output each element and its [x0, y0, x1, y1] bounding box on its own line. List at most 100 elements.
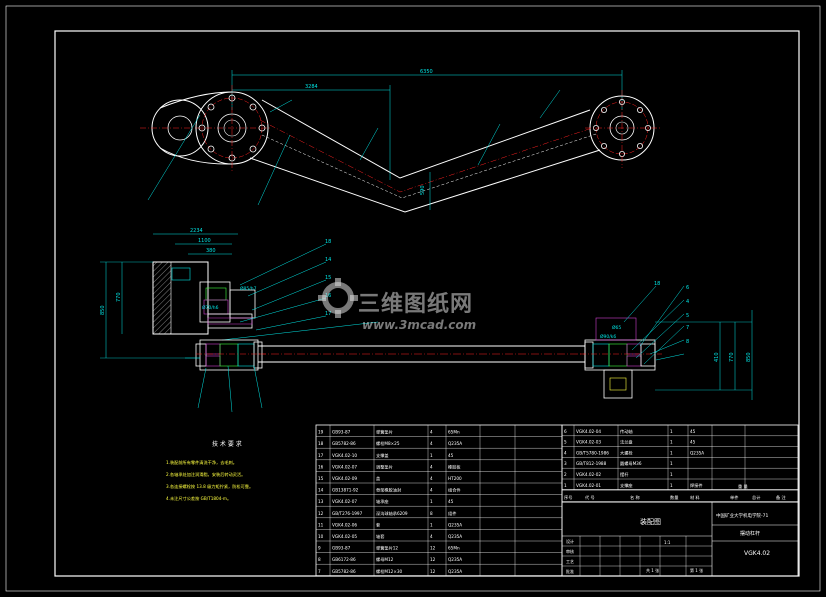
bom-left-cell: VGK4.02-05 — [332, 534, 357, 539]
bom-right-cell: 6 — [564, 429, 567, 434]
bom-header-cell: 总计 — [752, 494, 760, 501]
bom-left-cell: 螺母M12 — [376, 556, 394, 563]
watermark: 三维图纸网 www.3mcad.com — [318, 262, 518, 342]
bom-right-cell: 传动轴 — [620, 428, 633, 435]
title-block: 装配图 中国矿业大学机电学院-71 摆动杠杆 VGK4.02 1:1 共 1 张… — [561, 501, 799, 577]
title-company: 中国矿业大学机电学院-71 — [716, 512, 768, 519]
bom-header-cell: 代 号 — [585, 494, 595, 501]
fit-left-2: Ø85/h7 — [240, 285, 257, 292]
bom-left-cell: 4 — [430, 488, 433, 493]
title-design: 设计 — [566, 538, 574, 544]
bom-left-cell: 8 — [318, 557, 321, 562]
title-check: 审核 — [566, 548, 574, 554]
bom-left-cell: 9 — [318, 546, 321, 551]
bom-right-cell: 1 — [670, 483, 673, 488]
bom-right-cell: VGK4.02-03 — [576, 440, 601, 445]
bom-right-cell: Q235A — [690, 450, 704, 455]
dim-side-small: 380 — [206, 248, 216, 254]
bom-right-cell: 1 — [670, 440, 673, 445]
dim-arm-depth: 590 — [420, 185, 426, 195]
bom-left-cell: VGK4.02-10 — [332, 453, 357, 458]
bom-left-cell: 4 — [430, 534, 433, 539]
front-section-shaft: Ø65 Ø90/k6 410 770 850 6 4 5 7 8 18 — [185, 281, 753, 413]
bom-left-cell: 深沟球轴承6209 — [376, 510, 408, 517]
bom-left-cell: GB13871-92 — [332, 488, 359, 493]
bom-right-cell: 1 — [670, 472, 673, 477]
bom-right-cell: 5 — [564, 440, 567, 445]
title-code: VGK4.02 — [744, 550, 770, 557]
bom-left-cell: 7 — [318, 569, 321, 574]
bom-weight-label: 重 量 — [738, 483, 748, 490]
bom-left-cell: 1 — [430, 453, 433, 458]
leader-num-4: 16 — [325, 293, 331, 299]
bom-right-cell: 1 — [670, 429, 673, 434]
title-process: 工艺 — [566, 559, 574, 564]
bom-right-cell: 圆螺母M36 — [620, 460, 642, 467]
leader-num-6: 6 — [686, 285, 689, 291]
bom-left-cell: 12 — [430, 557, 436, 562]
title-page: 第 1 张 — [690, 567, 703, 573]
bom-left-cell: 1 — [430, 522, 433, 527]
bom-left-cell: 8 — [430, 511, 433, 516]
bom-left-cell: 12 — [430, 569, 436, 574]
bom-right-cell: 支撑座 — [620, 482, 633, 489]
notes-line-2: 2.各轴承处加注润滑脂，安装后转动灵活。 — [166, 471, 245, 478]
bom-left-cell: 14 — [318, 488, 324, 493]
bom-left-cell: HT200 — [448, 476, 462, 481]
bom-left-cell: 弹簧垫片 — [376, 429, 393, 436]
bom-left-cell: VGK4.02-06 — [332, 522, 357, 527]
dim-side-height2: 770 — [116, 292, 122, 302]
bom-left-cell: GB93-87 — [332, 430, 351, 435]
bom-right-cell: 3 — [564, 461, 567, 466]
dim-top-partial: 3284 — [305, 84, 318, 90]
bom-right-cell: VGK4.02-04 — [576, 429, 601, 434]
leader-num-3: 15 — [325, 275, 331, 281]
bom-header-cell: 序号 — [564, 494, 572, 501]
left-side-view: 2234 1100 380 850 770 Ø70/h6 Ø85/h7 18 1… — [100, 228, 379, 359]
leader-num-7: 4 — [686, 299, 689, 305]
bom-right-cell: 2 — [564, 472, 567, 477]
notes-line-3: 3.各连接螺栓按 13.8 级力矩拧紧，防松可靠。 — [166, 483, 253, 490]
bom-left-cell: 19 — [318, 430, 324, 435]
bom-left-cell: 橡胶板 — [448, 463, 461, 470]
dim-side-width: 2234 — [190, 228, 203, 234]
bom-left-cell: 支撑盖 — [376, 452, 389, 459]
bom-left-cell: 螺栓M12×30 — [376, 568, 402, 575]
fit-right-2: Ø90/k6 — [600, 333, 616, 340]
bom-left-cell: 4 — [430, 441, 433, 446]
leader-num-2: 14 — [325, 257, 331, 263]
leader-num-10: 8 — [686, 339, 689, 345]
notes-title: 技 术 要 求 — [212, 440, 242, 448]
dim-top-overall: 6350 — [420, 69, 433, 75]
outer-border — [5, 5, 821, 592]
bom-left-cell: 15 — [318, 476, 324, 481]
title-assembly: 装配图 — [640, 517, 661, 526]
bom-left-cell: 11 — [318, 522, 324, 527]
bom-right-cell: VGK4.02-02 — [576, 472, 601, 477]
bom-left-cell: 4 — [430, 476, 433, 481]
bom-right-cell: 4 — [564, 450, 567, 455]
bom-left-cell: GB93-87 — [332, 546, 351, 551]
dim-right-1: 410 — [714, 352, 720, 362]
title-sheet: 共 1 张 — [646, 567, 659, 573]
bom-right-cell: VGK4.02-01 — [576, 483, 601, 488]
dim-side-height: 850 — [100, 305, 106, 315]
bom-left-cell: 12 — [318, 511, 324, 516]
bom-left-cell: GB5782-86 — [332, 569, 356, 574]
bom-header-cell: 名 称 — [630, 494, 640, 501]
bom-left-cell: 1 — [430, 499, 433, 504]
bom-right-cell: 45 — [690, 429, 696, 434]
bom-left-cell: 16 — [318, 464, 324, 469]
bom-right-cell: 1 — [564, 483, 567, 488]
bom-left-cell: 4 — [430, 430, 433, 435]
bom-left-cell: 17 — [318, 453, 324, 458]
leader-num-9: 7 — [686, 325, 689, 331]
notes-line-4: 4.未注尺寸公差按 GB/T1804-m。 — [166, 495, 231, 502]
bom-header-cell: 单件 — [730, 494, 738, 501]
bom-left-cell: 65Mn — [448, 430, 460, 435]
bom-left-cell: VGK4.02-07 — [332, 464, 357, 469]
watermark-url: www.3mcad.com — [362, 318, 477, 332]
bom-left-cell: 45 — [448, 499, 454, 504]
bom-right-cell: 摆杆 — [620, 471, 629, 478]
